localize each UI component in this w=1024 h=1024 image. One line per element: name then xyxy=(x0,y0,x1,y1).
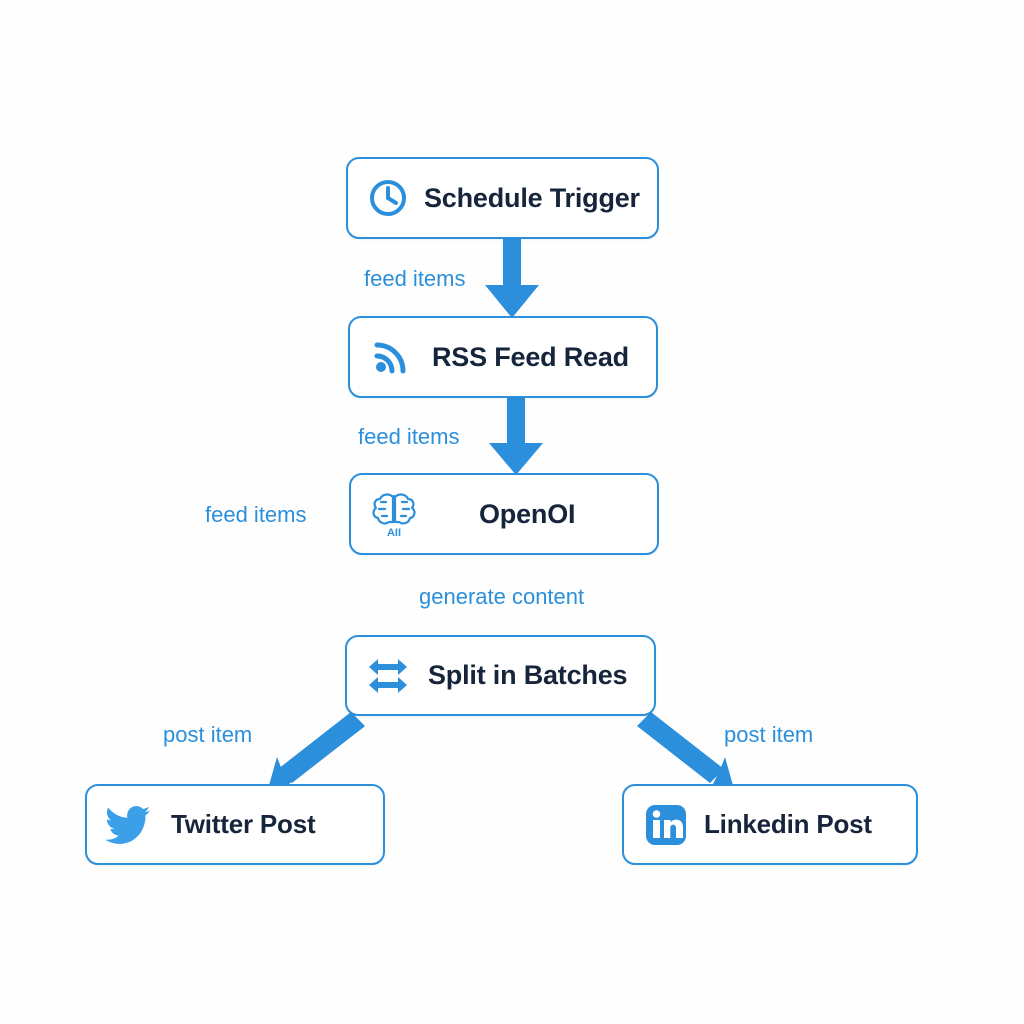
node-label: Schedule Trigger xyxy=(424,182,640,213)
node-label: Twitter Post xyxy=(171,809,316,839)
edge-label-feed-items-2: feed items xyxy=(358,424,460,449)
node-label: Split in Batches xyxy=(428,660,628,690)
linkedin-icon xyxy=(644,803,688,847)
edge-label-feed-items-1: feed items xyxy=(364,266,466,291)
twitter-bird-icon xyxy=(105,804,151,846)
node-rss-feed-read[interactable]: RSS Feed Read xyxy=(348,316,658,398)
rss-icon xyxy=(370,336,412,378)
edge-label-post-item-left: post item xyxy=(163,722,253,747)
edge-label-feed-items-3: feed items xyxy=(205,502,307,527)
edge-split-to-twitter xyxy=(268,712,365,789)
clock-icon xyxy=(366,176,410,220)
edge-label-generate-content: generate content xyxy=(419,584,585,609)
node-label: RSS Feed Read xyxy=(432,341,629,372)
node-linkedin-post[interactable]: Linkedin Post xyxy=(622,784,918,865)
edge-label-post-item-right: post item xyxy=(724,722,814,747)
node-schedule-trigger[interactable]: Schedule Trigger xyxy=(346,157,659,239)
node-openai[interactable]: AII OpenOI xyxy=(349,473,659,555)
split-arrows-icon xyxy=(365,653,411,699)
node-label: Linkedin Post xyxy=(704,809,872,839)
brain-ai-icon: AII xyxy=(371,489,417,539)
brain-icon-text: AII xyxy=(387,527,401,539)
edge-schedule-to-rss xyxy=(485,239,539,318)
node-twitter-post[interactable]: Twitter Post xyxy=(85,784,385,865)
node-label: OpenOI xyxy=(479,498,576,529)
node-split-in-batches[interactable]: Split in Batches xyxy=(345,635,656,716)
edge-rss-to-openai xyxy=(489,398,543,475)
edge-split-to-linkedin xyxy=(637,712,734,789)
